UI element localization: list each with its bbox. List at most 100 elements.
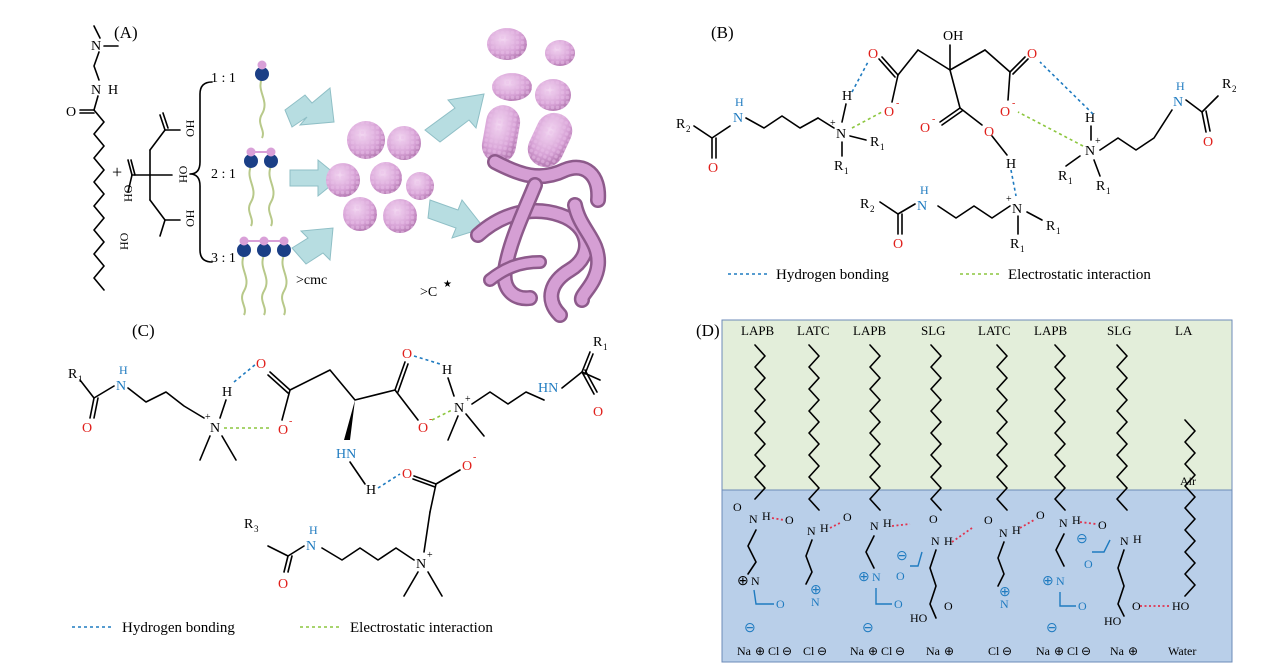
bottom-r1-a-sub: 1	[1056, 226, 1061, 236]
d-n-8: N	[999, 526, 1008, 540]
ion-cl-3: Cl	[881, 644, 893, 658]
citrate-o-2: O	[1027, 47, 1037, 62]
bottom-r1-a: R	[1046, 219, 1056, 234]
propyl-linker	[93, 51, 100, 81]
d-o-10: O	[1036, 508, 1045, 522]
ion-na-1-sign: ⊕	[755, 644, 765, 658]
right-r2-sub: 2	[1232, 84, 1237, 94]
d-n-12: N	[1120, 534, 1129, 548]
complex-1-1	[255, 60, 269, 139]
ion-cl-4-sign: ⊖	[1002, 644, 1012, 658]
carbonyl-o: O	[66, 105, 76, 120]
bottom-plus: +	[1006, 194, 1012, 205]
d-o-7: O	[896, 569, 905, 583]
arrow-4	[424, 93, 485, 143]
ion-cl-3-sign: ⊖	[895, 644, 905, 658]
c-bottom-amide-n: N	[306, 539, 316, 554]
d-n-5: N	[870, 519, 879, 533]
d-o-11: O	[1078, 599, 1087, 613]
left-r1-a-sub: 1	[880, 142, 885, 152]
cstar-label: >C	[420, 285, 437, 300]
cstar-star: ★	[443, 279, 452, 290]
bottom-ammonium-n: N	[1012, 202, 1022, 217]
left-ammonium-h: H	[842, 89, 852, 104]
arrows-to-micelles	[284, 87, 341, 265]
d-n-11: N	[1056, 574, 1065, 588]
arrows-to-aggregates	[424, 93, 485, 239]
ratio-3-1: 3 : 1	[211, 251, 236, 266]
citric-ho: HO	[176, 165, 190, 183]
d-ominus-5: ⊖	[1076, 532, 1088, 547]
ion-cl-4: Cl	[988, 644, 1000, 658]
alkyl-chains	[754, 344, 1196, 597]
ion-na-2: Na	[850, 644, 865, 658]
citric-acid: OH OH HO HO HO	[117, 112, 197, 250]
ion-na-3: Na	[926, 644, 941, 658]
label-slg-2: SLG	[1107, 323, 1132, 338]
c-bottom-o: O	[402, 467, 412, 482]
c-left-ammonium-h: H	[222, 385, 232, 400]
c-right-r1-sub: 1	[603, 342, 608, 352]
citrate-o-1: O	[868, 47, 878, 62]
d-h-4: H	[944, 534, 953, 548]
alkyl-chain-7	[1116, 344, 1128, 511]
asp-o-minus-2: O	[418, 421, 428, 436]
asp-o-minus-1: O	[278, 423, 288, 438]
d-o-4: O	[843, 510, 852, 524]
arrow-5	[427, 199, 485, 239]
cmc-label: >cmc	[296, 273, 327, 288]
d-nplus-1: ⊕	[737, 574, 749, 589]
right-r1-a: R	[1058, 169, 1068, 184]
ion-na-5-sign: ⊕	[1128, 644, 1138, 658]
d-n-9: N	[1000, 597, 1009, 611]
ion-cl-5: Cl	[1067, 644, 1079, 658]
complex-3-1	[237, 236, 291, 316]
d-ho-3: HO	[1172, 599, 1190, 613]
panel-d-frame	[721, 319, 1233, 663]
ion-na-3-sign: ⊕	[944, 644, 954, 658]
methyl-1	[93, 25, 101, 39]
c-right-carbonyl-o: O	[593, 405, 603, 420]
d-nplus-4: ⊕	[999, 585, 1011, 600]
d-o-8: O	[944, 599, 953, 613]
amide-n: N	[91, 83, 101, 98]
amide-h: H	[108, 83, 118, 98]
d-o-14: O	[1132, 599, 1141, 613]
bottom-nh-h: H	[920, 183, 929, 197]
d-n-7: N	[931, 534, 940, 548]
label-lapb-3: LAPB	[1034, 323, 1068, 338]
ammonium-bottom: H N + R 1 R 1 H N O R 2	[860, 135, 1061, 254]
d-o-13: O	[1084, 557, 1093, 571]
c-left-plus: +	[205, 412, 211, 423]
c-bottom-ammonium-n: N	[416, 557, 426, 572]
left-r1-b-sub: 1	[844, 166, 849, 176]
d-n-4: N	[811, 595, 820, 609]
d-o-5: O	[894, 597, 903, 611]
c-bottom-r3: R	[244, 517, 254, 532]
alkyl-chain-5	[996, 344, 1008, 511]
ion-cl-1: Cl	[768, 644, 780, 658]
left-plus: +	[830, 118, 836, 129]
ion-na-5: Na	[1110, 644, 1125, 658]
right-amide-n: N	[1173, 95, 1183, 110]
d-o-1: O	[733, 500, 742, 514]
asp-hn-h: H	[366, 483, 376, 498]
citrate-core: OH O O - O O - O - O	[868, 29, 1037, 140]
right-carbonyl-o: O	[1203, 135, 1213, 150]
ion-cl-2: Cl	[803, 644, 815, 658]
air-label: Air	[1180, 474, 1196, 488]
panel-b: (B) OH O O - O O - O - O	[676, 23, 1237, 283]
left-r1-a: R	[870, 135, 880, 150]
d-h-5: H	[1012, 523, 1021, 537]
citrate-o-minus-3: O	[920, 121, 930, 136]
citrate-minus-3: -	[932, 114, 935, 125]
d-h-6: H	[1072, 513, 1081, 527]
d-n-10: N	[1059, 516, 1068, 530]
complex-2-1	[244, 147, 278, 227]
ion-na-4: Na	[1036, 644, 1051, 658]
ion-na-2-sign: ⊕	[868, 644, 878, 658]
bottom-oh-h: H	[1006, 157, 1016, 172]
c-left-water-o: O	[256, 357, 266, 372]
right-plus: +	[1095, 136, 1101, 147]
